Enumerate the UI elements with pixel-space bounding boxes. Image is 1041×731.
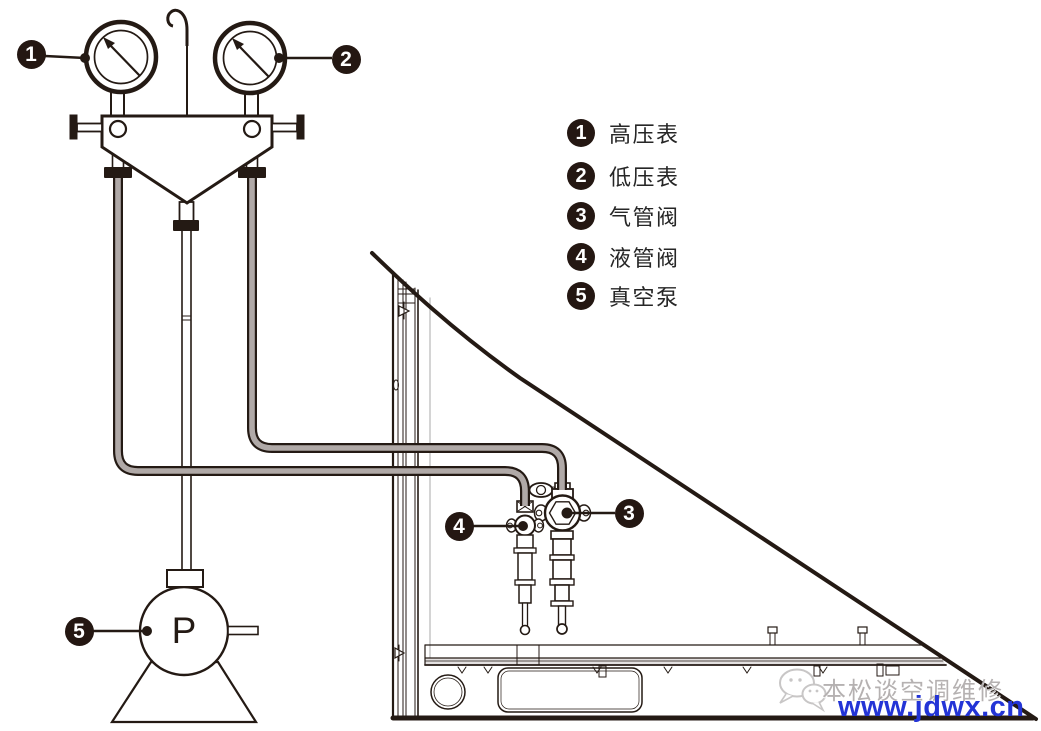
vacuum-pump xyxy=(109,569,259,724)
callout-3-gas-pipe-valve: 3 xyxy=(614,498,644,528)
watermark-url: www.jdwx.cn xyxy=(838,691,1025,723)
legend-item-vacuum-pump: 5 真空泵 xyxy=(567,280,680,312)
legend-item-high-pressure-gauge: 1 高压表 xyxy=(567,117,680,149)
legend-label-2: 低压表 xyxy=(609,165,680,190)
cutaway-diagonal xyxy=(370,251,1038,721)
high-pressure-hose xyxy=(113,176,530,506)
vacuum-hose xyxy=(181,227,192,574)
wechat-icon xyxy=(779,668,827,713)
legend-badge-1: 1 xyxy=(567,119,595,147)
legend-item-liquid-pipe-valve: 4 液管阀 xyxy=(567,241,680,273)
legend-item-low-pressure-gauge: 2 低压表 xyxy=(567,160,680,192)
low-pressure-gauge xyxy=(212,20,288,96)
watermark-brand: 本松谈空调维修 xyxy=(822,679,1004,705)
legend-badge-2: 2 xyxy=(567,162,595,190)
legend-label-3: 气管阀 xyxy=(609,205,680,230)
high-pressure-gauge xyxy=(83,19,159,95)
needle-icon xyxy=(232,38,244,50)
callout-1-high-pressure-gauge: 1 xyxy=(16,39,46,69)
legend-item-gas-pipe-valve: 3 气管阀 xyxy=(567,200,680,232)
hand-valve-left xyxy=(69,114,103,140)
legend-badge-3: 3 xyxy=(567,202,595,230)
service-valves xyxy=(505,482,592,636)
leader-lines xyxy=(44,53,615,636)
legend-badge-5: 5 xyxy=(567,282,595,310)
legend-badge-4: 4 xyxy=(567,243,595,271)
callout-2-low-pressure-gauge: 2 xyxy=(331,44,361,74)
callout-5-vacuum-pump: 5 xyxy=(64,616,94,646)
manifold xyxy=(69,8,305,205)
liquid-pipe-valve xyxy=(505,500,545,636)
callout-4-liquid-pipe-valve: 4 xyxy=(444,511,474,541)
hook-icon xyxy=(166,8,189,46)
legend-label-5: 真空泵 xyxy=(609,285,680,310)
outdoor-unit xyxy=(370,251,1038,721)
panel-clip-icon xyxy=(393,301,411,662)
legend-label-1: 高压表 xyxy=(609,122,680,147)
needle-icon xyxy=(103,37,115,49)
legend-label-4: 液管阀 xyxy=(609,246,680,271)
low-pressure-hose xyxy=(247,176,567,490)
charging-hoses xyxy=(104,151,567,574)
hand-valve-right xyxy=(271,114,305,140)
pump-letter: P xyxy=(171,610,197,651)
gas-pipe-valve xyxy=(533,482,592,635)
